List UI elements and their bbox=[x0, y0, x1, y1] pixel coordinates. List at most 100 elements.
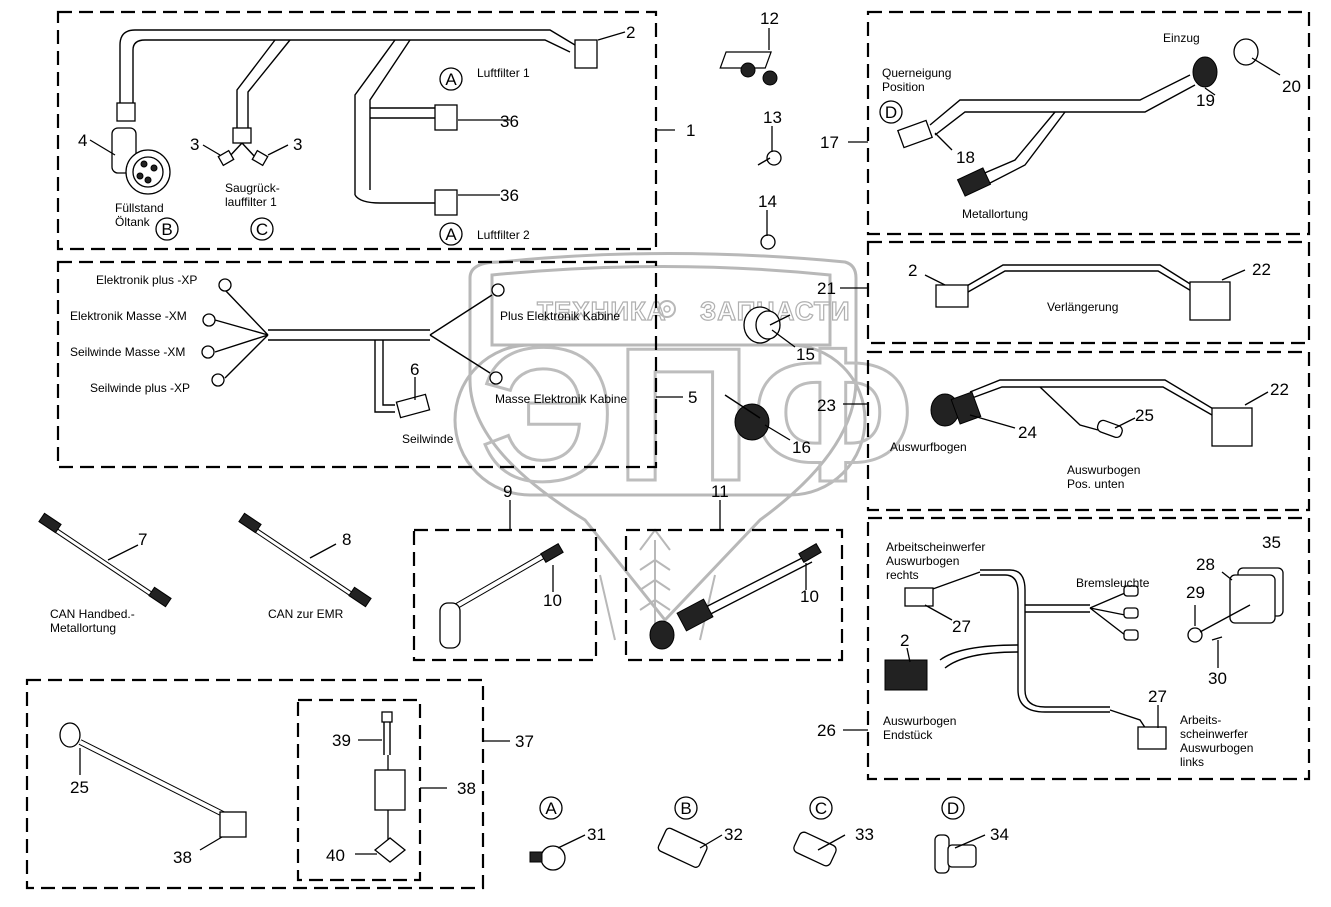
part-6[interactable]: 6 bbox=[410, 360, 419, 379]
group-11-frame bbox=[624, 528, 844, 662]
callout-26[interactable]: 26 bbox=[817, 721, 836, 740]
callout-1[interactable]: 1 bbox=[686, 121, 695, 140]
connector-22-ext bbox=[1189, 281, 1231, 321]
group-23: 23 24 25 22 Auswurfbogen Auswurbogen Pos… bbox=[817, 350, 1311, 512]
part-28[interactable]: 28 bbox=[1196, 555, 1215, 574]
part-3b[interactable]: 3 bbox=[293, 135, 302, 154]
group-26-frame bbox=[866, 516, 1311, 781]
oil-level-sensor-4 bbox=[111, 127, 171, 195]
connector-36-a bbox=[434, 104, 458, 131]
part-39[interactable]: 39 bbox=[332, 731, 351, 750]
part-12[interactable]: 12 bbox=[760, 9, 779, 28]
label-fuellstand: Füllstand bbox=[115, 201, 164, 215]
sensor-33-icon bbox=[793, 831, 837, 867]
part-25-aw[interactable]: 25 bbox=[1135, 406, 1154, 425]
connector-36-b bbox=[434, 189, 458, 216]
distributor-12 bbox=[719, 51, 778, 86]
callout-23[interactable]: 23 bbox=[817, 396, 836, 415]
label-can-handbed: CAN Handbed.- bbox=[50, 607, 135, 621]
label-el-plus: Elektronik plus -XP bbox=[96, 273, 197, 287]
part-18[interactable]: 18 bbox=[956, 148, 975, 167]
cap-20 bbox=[1233, 38, 1259, 66]
ref-circle-c bbox=[250, 217, 274, 241]
callout-17[interactable]: 17 bbox=[820, 133, 839, 152]
clip-13 bbox=[757, 150, 782, 166]
label-arbeits-r2: Auswurbogen bbox=[886, 554, 959, 568]
callout-11[interactable]: 11 bbox=[711, 482, 729, 501]
part-38-cable[interactable]: 38 bbox=[173, 848, 192, 867]
ref-letter-a1: A bbox=[445, 70, 457, 89]
part-22-ext[interactable]: 22 bbox=[1252, 260, 1271, 279]
part-2-ext[interactable]: 2 bbox=[908, 261, 917, 280]
part-2-end[interactable]: 2 bbox=[900, 631, 909, 650]
label-verlaengerung: Verlängerung bbox=[1047, 300, 1118, 314]
tail-light-35 bbox=[1229, 567, 1284, 624]
sensor-c: C 33 bbox=[793, 796, 874, 867]
ref-letter-d: D bbox=[885, 103, 897, 122]
group-23-frame bbox=[866, 350, 1311, 512]
part-27-left[interactable]: 27 bbox=[1148, 687, 1167, 706]
part-36a[interactable]: 36 bbox=[500, 112, 519, 131]
loose-parts: 12 13 14 15 16 bbox=[38, 9, 815, 635]
part-2[interactable]: 2 bbox=[626, 23, 635, 42]
part-8[interactable]: 8 bbox=[342, 530, 351, 549]
label-luftfilter2: Luftfilter 2 bbox=[477, 228, 530, 242]
part-34[interactable]: 34 bbox=[990, 825, 1009, 844]
label-metallortung: Metallortung bbox=[962, 207, 1028, 221]
part-40[interactable]: 40 bbox=[326, 846, 345, 865]
ref-letter-c: C bbox=[256, 220, 268, 239]
callout-37[interactable]: 37 bbox=[515, 732, 534, 751]
label-arbeits-l2: scheinwerfer bbox=[1180, 727, 1248, 741]
ref-letter-b: B bbox=[161, 220, 172, 239]
clip-14 bbox=[760, 234, 776, 250]
part-10b[interactable]: 10 bbox=[800, 587, 819, 606]
sensor-ref-c: C bbox=[815, 799, 827, 818]
part-27-right[interactable]: 27 bbox=[952, 617, 971, 636]
part-14[interactable]: 14 bbox=[758, 192, 777, 211]
part-16[interactable]: 16 bbox=[792, 438, 811, 457]
connector-2-ext bbox=[935, 284, 969, 308]
part-35[interactable]: 35 bbox=[1262, 533, 1281, 552]
part-36b[interactable]: 36 bbox=[500, 186, 519, 205]
part-24[interactable]: 24 bbox=[1018, 423, 1037, 442]
watermark-left-text: ТЕХНИКА bbox=[537, 296, 667, 326]
label-masse-kabine: Masse Elektronik Kabine bbox=[495, 392, 627, 406]
group-5-frame bbox=[56, 260, 658, 469]
can-cable-7 bbox=[38, 512, 172, 608]
callout-5[interactable]: 5 bbox=[688, 388, 697, 407]
plug-38 bbox=[374, 769, 406, 811]
group-5: 5 6 Elektronik plus -XP Elektronik Masse… bbox=[56, 260, 697, 469]
part-15[interactable]: 15 bbox=[796, 345, 815, 364]
part-7[interactable]: 7 bbox=[138, 530, 147, 549]
part-20[interactable]: 20 bbox=[1282, 77, 1301, 96]
part-29[interactable]: 29 bbox=[1186, 583, 1205, 602]
label-oeltank: Öltank bbox=[115, 215, 151, 229]
connector-2-end bbox=[884, 659, 928, 691]
part-22-aw[interactable]: 22 bbox=[1270, 380, 1289, 399]
group-21-frame bbox=[866, 240, 1311, 345]
label-endstueck1: Auswurbogen bbox=[883, 714, 956, 728]
group-21: 21 2 22 Verlängerung bbox=[817, 240, 1311, 345]
connector-22-aw bbox=[1211, 407, 1253, 447]
part-25-cable[interactable]: 25 bbox=[70, 778, 89, 797]
plug-38-cable bbox=[219, 811, 247, 838]
part-4[interactable]: 4 bbox=[78, 131, 87, 150]
part-13[interactable]: 13 bbox=[763, 108, 782, 127]
part-3a[interactable]: 3 bbox=[190, 135, 199, 154]
label-endstueck2: Endstück bbox=[883, 728, 933, 742]
group-37: 37 25 38 39 38 40 bbox=[25, 678, 534, 890]
part-33[interactable]: 33 bbox=[855, 825, 874, 844]
part-38[interactable]: 38 bbox=[457, 779, 476, 798]
part-31[interactable]: 31 bbox=[587, 825, 606, 844]
part-30[interactable]: 30 bbox=[1208, 669, 1227, 688]
part-10a[interactable]: 10 bbox=[543, 591, 562, 610]
screw-39-head bbox=[381, 711, 393, 723]
sensor-ref-circle-a bbox=[539, 796, 563, 820]
group-17-frame bbox=[866, 10, 1311, 236]
sensor-d: D 34 bbox=[934, 796, 1009, 874]
callout-9[interactable]: 9 bbox=[503, 482, 512, 501]
callout-21[interactable]: 21 bbox=[817, 279, 836, 298]
part-32[interactable]: 32 bbox=[724, 825, 743, 844]
watermark: ТЕХНИКА ЗАПЧАСТИ ЭПФ bbox=[453, 252, 915, 641]
part-19[interactable]: 19 bbox=[1196, 91, 1215, 110]
